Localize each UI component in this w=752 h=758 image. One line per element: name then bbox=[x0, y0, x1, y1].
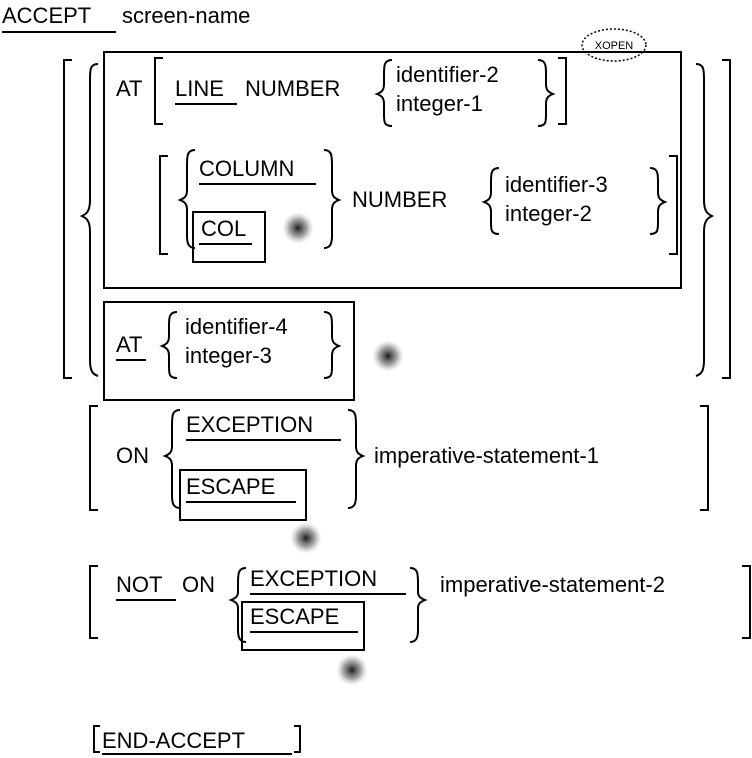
column-optional-bracket bbox=[159, 155, 678, 255]
imperative-statement-1: imperative-statement-1 bbox=[374, 443, 599, 468]
not-exception-keyword: EXCEPTION bbox=[250, 566, 377, 591]
end-accept-bracket bbox=[93, 725, 301, 753]
at2-options-brace bbox=[159, 311, 342, 379]
not-on-exception-brace bbox=[228, 567, 428, 643]
exception-keyword: EXCEPTION bbox=[186, 412, 313, 437]
escape-keyword: ESCAPE bbox=[186, 474, 275, 499]
at-keyword: AT bbox=[116, 76, 142, 101]
line-option-integer: integer-1 bbox=[396, 91, 483, 116]
end-accept-keyword: END-ACCEPT bbox=[102, 728, 245, 753]
on-exception-optional-bracket bbox=[89, 405, 709, 511]
not-keyword: NOT bbox=[116, 572, 162, 597]
extension-marker-icon bbox=[282, 212, 314, 244]
column-col-brace bbox=[177, 149, 342, 249]
at2-option-integer: integer-3 bbox=[185, 343, 272, 368]
escape-box bbox=[179, 469, 307, 521]
at2-keyword: AT bbox=[116, 332, 142, 357]
on-exception-brace bbox=[162, 409, 366, 509]
extension-marker-icon bbox=[336, 654, 368, 686]
column-keyword: COLUMN bbox=[199, 156, 294, 181]
on-keyword: ON bbox=[116, 443, 149, 468]
extension-marker-icon bbox=[372, 340, 404, 372]
column-option-integer: integer-2 bbox=[505, 201, 592, 226]
col-box bbox=[192, 211, 266, 263]
outer-optional-bracket bbox=[63, 59, 731, 379]
not-escape-keyword: ESCAPE bbox=[250, 604, 339, 629]
not-on-keyword: ON bbox=[182, 572, 215, 597]
screen-name-operand: screen-name bbox=[122, 3, 250, 28]
xopen-badge-outline bbox=[581, 28, 647, 62]
column-option-identifier: identifier-3 bbox=[505, 172, 608, 197]
line-options-brace bbox=[374, 59, 556, 127]
xopen-badge: XOPEN bbox=[595, 40, 634, 52]
line-optional-bracket bbox=[154, 57, 567, 125]
column-number-word: NUMBER bbox=[352, 187, 447, 212]
not-escape-box bbox=[241, 601, 365, 651]
extension-marker-icon bbox=[290, 522, 322, 554]
line-number-word: NUMBER bbox=[245, 76, 340, 101]
column-options-brace bbox=[481, 167, 668, 235]
imperative-statement-2: imperative-statement-2 bbox=[440, 572, 665, 597]
at-position-box bbox=[103, 301, 355, 401]
line-option-identifier: identifier-2 bbox=[396, 62, 499, 87]
not-on-exception-optional-bracket bbox=[89, 565, 751, 639]
at2-option-identifier: identifier-4 bbox=[185, 314, 288, 339]
col-keyword: COL bbox=[201, 216, 246, 241]
line-keyword: LINE bbox=[175, 76, 224, 101]
accept-keyword: ACCEPT bbox=[2, 3, 91, 28]
position-choice-brace bbox=[79, 63, 715, 377]
line-column-box bbox=[103, 51, 682, 289]
